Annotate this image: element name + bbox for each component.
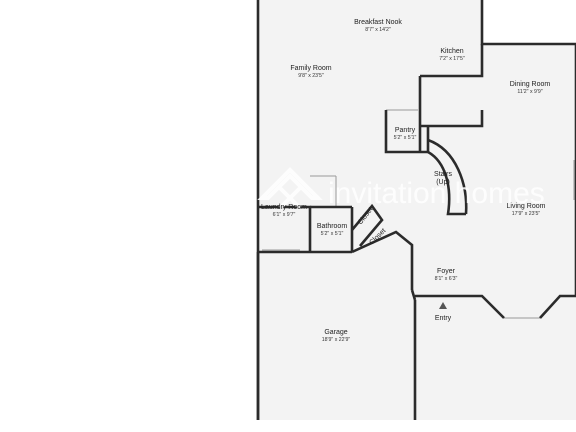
label-laundry-room: Laundry Room [261, 204, 307, 211]
label-garage: Garage [324, 329, 347, 336]
dim-foyer: 8'1" x 6'3" [435, 276, 458, 282]
label-living-room: Living Room [507, 203, 546, 210]
label-foyer: Foyer [437, 268, 456, 275]
walls [256, 0, 576, 420]
dim-living-room: 17'9" x 23'5" [512, 211, 541, 217]
label-bathroom: Bathroom [317, 223, 348, 230]
watermark: invitation homes [257, 167, 545, 210]
label-entry: Entry [435, 315, 452, 322]
label-breakfast-nook: Breakfast Nook [354, 19, 402, 26]
dim-breakfast-nook: 8'7" x 14'2" [365, 27, 391, 33]
dim-family-room: 9'8" x 23'5" [298, 73, 324, 79]
entry-arrow-icon [439, 302, 447, 309]
label-dining-room: Dining Room [510, 81, 551, 88]
room-labels: Breakfast Nook 8'7" x 14'2" Kitchen 7'2"… [261, 19, 550, 343]
house-logo-icon [257, 167, 323, 210]
watermark-text: invitation homes [328, 177, 545, 210]
label-family-room: Family Room [290, 65, 331, 72]
label-stairs: Stairs [434, 171, 452, 178]
dim-kitchen: 7'2" x 17'5" [439, 56, 465, 62]
label-pantry: Pantry [395, 127, 416, 134]
floor-fill [258, 0, 576, 420]
dim-bathroom: 5'2" x 5'1" [321, 231, 344, 237]
label-kitchen: Kitchen [440, 48, 463, 55]
dim-dining-room: 11'2" x 9'9" [517, 89, 542, 95]
label-stairs-note: (Up) [436, 179, 450, 186]
dim-laundry-room: 6'1" x 9'7" [273, 212, 296, 218]
dim-pantry: 5'2" x 5'1" [394, 135, 417, 141]
dim-garage: 18'9" x 22'9" [322, 337, 351, 343]
